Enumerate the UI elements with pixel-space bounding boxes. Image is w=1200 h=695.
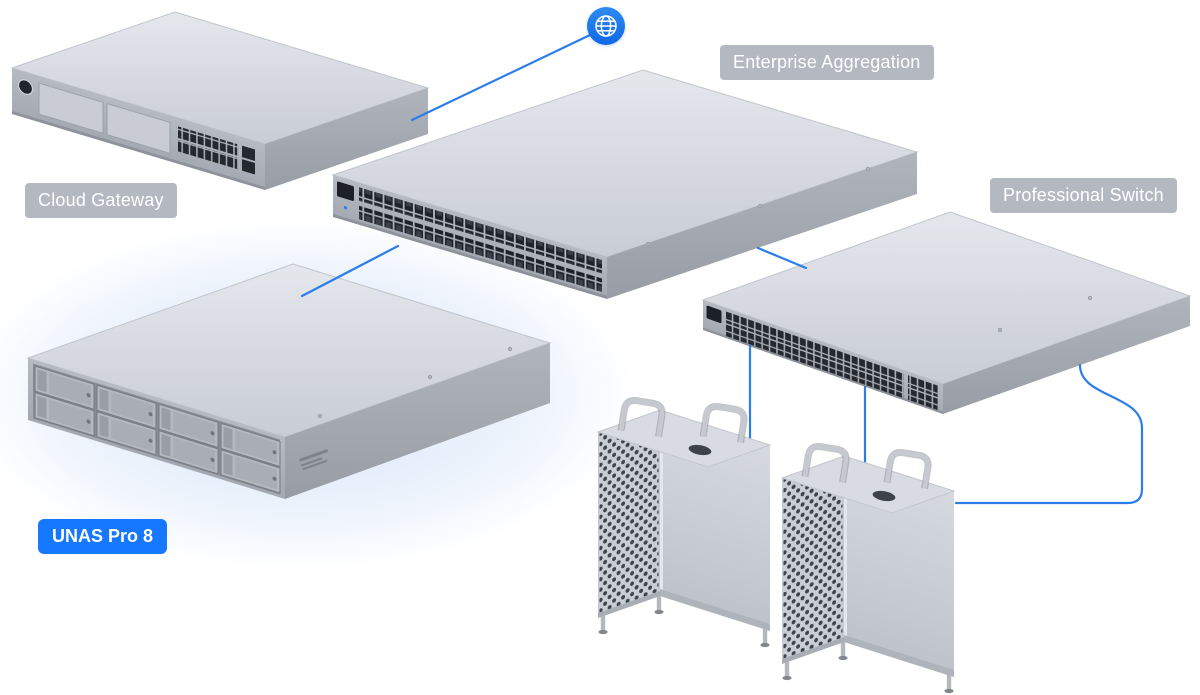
professional-switch-label: Professional Switch (990, 178, 1177, 213)
aggregation-display (337, 181, 354, 201)
gateway-power-button (17, 79, 34, 95)
cloud-gateway-label: Cloud Gateway (25, 183, 177, 218)
unas-pro-8-device (26, 263, 552, 500)
globe-glyph (595, 15, 617, 37)
client-tower-1 (598, 399, 770, 647)
professional-switch-device (701, 211, 1192, 414)
unas-pro-8-label: UNAS Pro 8 (38, 519, 168, 554)
aggregation-sfp-ports (359, 187, 602, 274)
link-switch-tower2-loop (954, 363, 1144, 505)
unas-side-label-marks (299, 448, 329, 471)
link-aggregation-switch (756, 246, 808, 270)
client-tower-2 (782, 445, 954, 693)
link-unas-aggregation (300, 244, 400, 298)
cloud-gateway-device (10, 11, 430, 190)
switch-display (706, 305, 722, 324)
enterprise-aggregation-device (331, 69, 919, 299)
enterprise-aggregation-label: Enterprise Aggregation (720, 45, 934, 80)
globe-icon (587, 7, 625, 45)
link-gateway-internet (410, 33, 592, 122)
gateway-ethernet-ports (178, 126, 238, 156)
switch-ethernet-ports (726, 311, 904, 386)
